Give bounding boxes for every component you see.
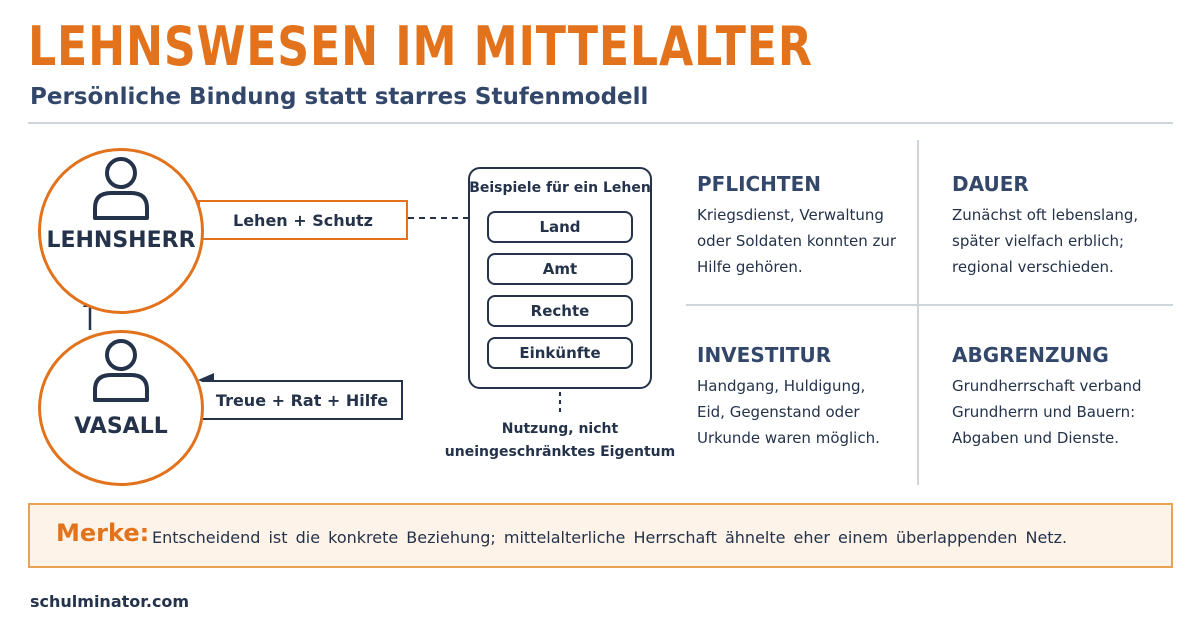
vasall-circle — [38, 330, 204, 486]
info-text: Kriegsdienst, Verwaltung oder Soldaten k… — [697, 206, 897, 276]
info-investitur: INVESTITUR Handgang, Huldigung, Eid, Geg… — [697, 343, 897, 451]
usage-note: Nutzung, nicht uneingeschränktes Eigentu… — [440, 418, 680, 464]
page-subtitle: Persönliche Bindung statt starres Stufen… — [30, 84, 649, 110]
header-divider — [28, 122, 1173, 124]
info-text: Grundherrschaft verband Grundherrn und B… — [952, 377, 1142, 447]
relation-treue-rat-hilfe: Treue + Rat + Hilfe — [203, 380, 403, 420]
info-heading: INVESTITUR — [697, 343, 832, 367]
info-pflichten: PFLICHTEN Kriegsdienst, Verwaltung oder … — [697, 172, 922, 280]
merke-box — [28, 503, 1173, 568]
lehen-item-amt: Amt — [487, 253, 633, 285]
person-icon — [93, 157, 149, 220]
page-title: LEHNSWESEN IM MITTELALTER — [28, 15, 813, 78]
usage-note-line-2: uneingeschränktes Eigentum — [444, 444, 676, 460]
relation-lehen-schutz-label: Lehen + Schutz — [233, 210, 373, 230]
lehen-item-rechte: Rechte — [487, 295, 633, 327]
info-text: Handgang, Huldigung, Eid, Gegenstand ode… — [697, 377, 880, 447]
lehnsherr-circle — [38, 148, 204, 314]
relation-treue-label: Treue + Rat + Hilfe — [215, 390, 389, 410]
info-heading: PFLICHTEN — [697, 172, 821, 196]
relation-lehen-schutz: Lehen + Schutz — [198, 200, 408, 240]
info-heading: ABGRENZUNG — [952, 343, 1109, 367]
info-abgrenzung: ABGRENZUNG Grundherrschaft verband Grund… — [952, 343, 1152, 451]
info-grid-horizontal-divider — [686, 304, 1173, 306]
info-dauer: DAUER Zunächst oft lebenslang, später vi… — [952, 172, 1147, 280]
lehen-item-einkuenfte: Einkünfte — [487, 337, 633, 369]
info-heading: DAUER — [952, 172, 1029, 196]
info-text: Zunächst oft lebenslang, später vielfach… — [952, 206, 1139, 276]
person-icon — [93, 339, 149, 402]
merke-label: Merke: — [56, 519, 150, 547]
vasall-label: VASALL — [74, 414, 168, 439]
usage-note-line-1: Nutzung, nicht — [501, 421, 619, 437]
lehen-item-land: Land — [487, 211, 633, 243]
footer-site: schulminator.com — [30, 592, 190, 611]
lehen-examples-panel — [468, 167, 652, 389]
lehnsherr-label: LEHNSHERR — [46, 228, 196, 253]
merke-text: Entscheidend ist die konkrete Beziehung;… — [152, 528, 1068, 547]
lehen-examples-title: Beispiele für ein Lehen — [469, 180, 651, 196]
info-grid-vertical-divider — [917, 140, 919, 485]
